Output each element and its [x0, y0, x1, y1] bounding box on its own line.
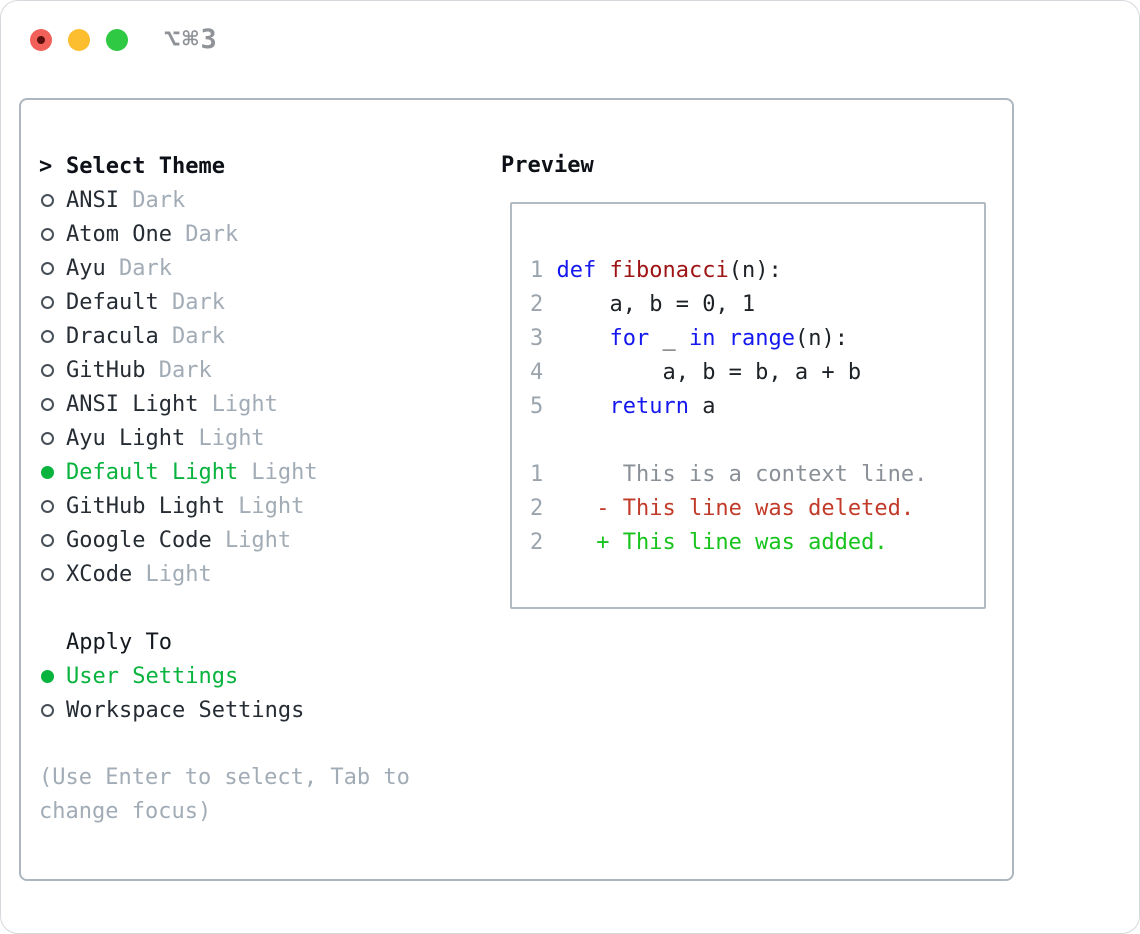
apply-to-header: Apply To — [39, 625, 423, 659]
theme-variant-label: Dark — [158, 357, 212, 383]
radio-icon — [41, 227, 54, 241]
radio-marker — [39, 295, 66, 309]
prompt-icon: > — [39, 153, 53, 179]
theme-variant-label: Dark — [185, 221, 239, 247]
radio-selected-icon — [41, 465, 54, 479]
theme-variant-label: Light — [238, 493, 305, 519]
row-label: Select Theme — [66, 153, 225, 179]
radio-icon — [41, 261, 54, 275]
close-dot-icon — [37, 36, 45, 44]
code-line: 4 a, b = b, a + b — [530, 360, 862, 385]
row-label: Workspace Settings — [66, 697, 305, 723]
radio-marker — [39, 465, 66, 479]
radio-marker — [39, 703, 66, 717]
radio-selected-icon — [41, 669, 54, 683]
minimize-button[interactable] — [68, 29, 90, 51]
row-label: Dracula — [66, 323, 159, 349]
radio-marker — [39, 261, 66, 275]
row-label: Ayu — [66, 255, 106, 281]
close-button[interactable] — [30, 29, 52, 51]
radio-icon — [41, 295, 54, 309]
theme-option-atom-one[interactable]: Atom One Dark — [39, 217, 423, 251]
theme-variant-label: Dark — [132, 187, 186, 213]
radio-marker — [39, 193, 66, 207]
radio-marker — [39, 499, 66, 513]
row-label: GitHub Light — [66, 493, 225, 519]
spacer — [39, 591, 423, 625]
apply-option-user-settings[interactable]: User Settings — [39, 659, 423, 693]
theme-variant-label: Light — [211, 391, 278, 417]
radio-marker — [39, 227, 66, 241]
row-label: ANSI Light — [66, 391, 199, 417]
zoom-button[interactable] — [106, 29, 128, 51]
theme-option-default-light[interactable]: Default Light Light — [39, 455, 423, 489]
radio-icon — [41, 567, 54, 581]
radio-marker — [39, 329, 66, 343]
code-line — [530, 424, 927, 458]
theme-variant-label: Light — [251, 459, 318, 485]
row-label: User Settings — [66, 663, 239, 689]
theme-option-xcode[interactable]: XCode Light — [39, 557, 423, 591]
theme-option-default[interactable]: Default Dark — [39, 285, 423, 319]
row-label: ANSI — [66, 187, 119, 213]
code-line: 2 + This line was added. — [530, 530, 888, 555]
preview-title: Preview — [501, 153, 594, 178]
theme-variant-label: Light — [145, 561, 212, 587]
row-label: Google Code — [66, 527, 212, 553]
preview-code: 1 def fibonacci(n): 2 a, b = 0, 1 3 for _ … — [530, 254, 927, 560]
radio-icon — [41, 193, 54, 207]
code-line: 5 return a — [530, 394, 716, 419]
radio-marker — [39, 533, 66, 547]
theme-option-ayu[interactable]: Ayu Dark — [39, 251, 423, 285]
code-line: 2 - This line was deleted. — [530, 496, 915, 521]
radio-marker — [39, 669, 66, 683]
theme-variant-label: Dark — [171, 323, 225, 349]
radio-icon — [41, 431, 54, 445]
theme-option-google-code[interactable]: Google Code Light — [39, 523, 423, 557]
theme-option-github-light[interactable]: GitHub Light Light — [39, 489, 423, 523]
row-label: Atom One — [66, 221, 172, 247]
theme-variant-label: Dark — [171, 289, 225, 315]
radio-icon — [41, 363, 54, 377]
theme-option-github[interactable]: GitHub Dark — [39, 353, 423, 387]
radio-icon — [41, 533, 54, 547]
row-label: XCode — [66, 561, 133, 587]
code-line: 3 for _ in range(n): — [530, 326, 848, 351]
code-line: 1 def fibonacci(n): — [530, 258, 782, 283]
radio-marker — [39, 431, 66, 445]
radio-icon — [41, 397, 54, 411]
radio-marker — [39, 567, 66, 581]
code-line: 1 This is a context line. — [530, 462, 928, 487]
titlebar: ⌥⌘3 — [1, 1, 1139, 79]
radio-icon — [41, 703, 54, 717]
radio-marker — [39, 363, 66, 377]
radio-icon — [41, 329, 54, 343]
theme-option-dracula[interactable]: Dracula Dark — [39, 319, 423, 353]
preview-panel: 1 def fibonacci(n): 2 a, b = 0, 1 3 for _ … — [510, 202, 986, 609]
theme-variant-label: Dark — [118, 255, 172, 281]
radio-icon — [41, 499, 54, 513]
theme-variant-label: Light — [224, 527, 292, 553]
row-label: Default — [66, 289, 159, 315]
apply-option-workspace-settings[interactable]: Workspace Settings — [39, 693, 423, 727]
hint-text: (Use Enter to select, Tab to change focu… — [39, 765, 410, 824]
theme-option-ansi-light[interactable]: ANSI Light Light — [39, 387, 423, 421]
row-label: Apply To — [66, 629, 172, 655]
theme-list-header: > Select Theme — [39, 149, 423, 183]
theme-variant-label: Light — [198, 425, 265, 451]
row-label: Default Light — [66, 459, 239, 485]
code-line: 2 a, b = 0, 1 — [530, 292, 756, 317]
theme-option-ayu-light[interactable]: Ayu Light Light — [39, 421, 423, 455]
row-label: Ayu Light — [66, 425, 186, 451]
keyboard-shortcut-label: ⌥⌘3 — [164, 24, 219, 55]
row-label: GitHub — [66, 357, 146, 383]
theme-option-ansi[interactable]: ANSI Dark — [39, 183, 423, 217]
radio-marker — [39, 397, 66, 411]
